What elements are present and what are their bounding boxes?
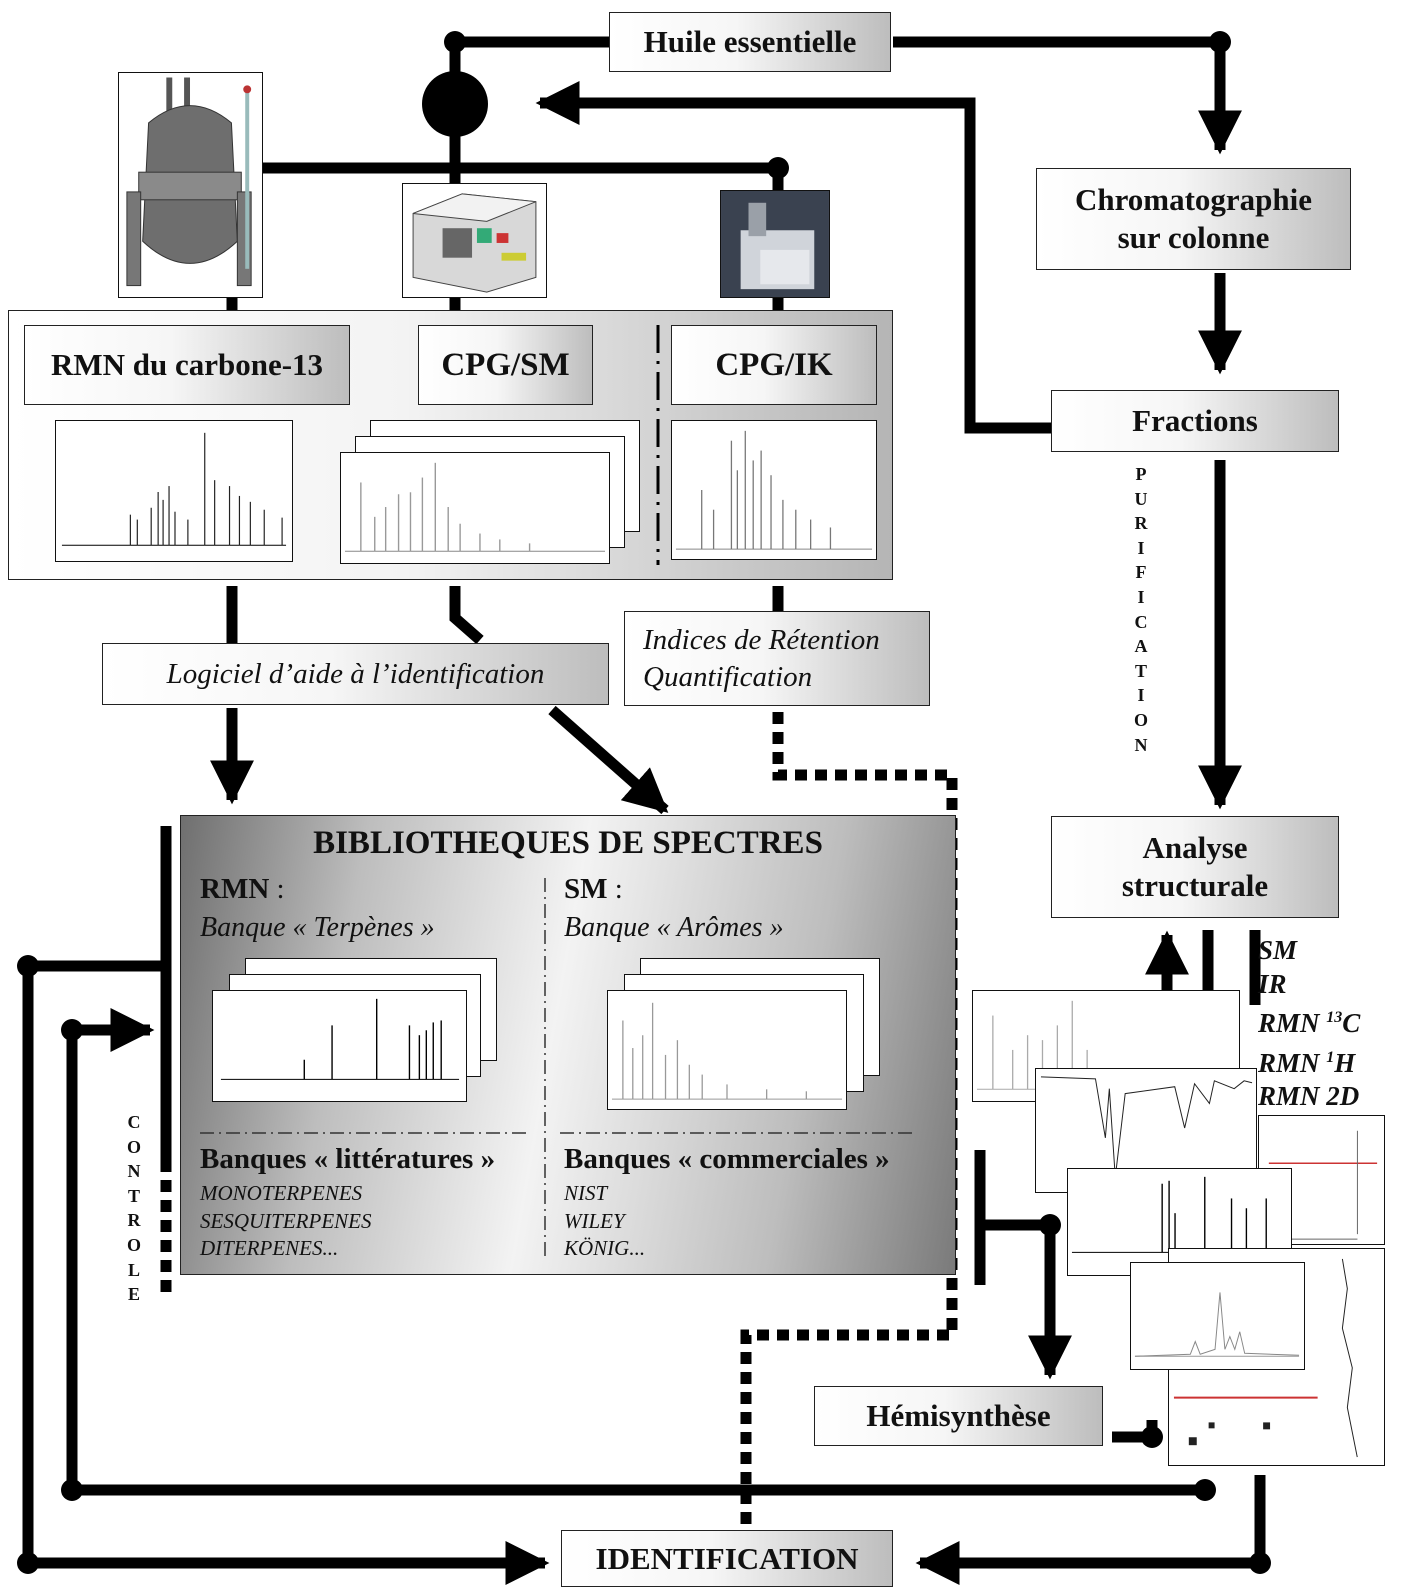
huile-essentielle-box: Huile essentielle [609, 12, 891, 72]
literature-banks-title: Banques « littératures » [200, 1143, 496, 1175]
sm-bank: Banque « Arômes » [564, 912, 784, 943]
list-item: DITERPENES... [200, 1236, 339, 1260]
literature-banks-list: MONOTERPENES SESQUITERPENES DITERPENES..… [200, 1180, 371, 1263]
purification-letter: R [1134, 513, 1148, 534]
controle-letter: R [127, 1210, 141, 1231]
purification-letter: O [1133, 709, 1148, 730]
analyse-structurale-box: Analyse structurale [1051, 816, 1339, 918]
library-nmr-spectrum [212, 990, 467, 1102]
sm-label: SM : [564, 873, 623, 905]
controle-letter: L [127, 1259, 140, 1280]
nmr13c-spectrum [55, 420, 293, 562]
nmr1h-spectrum [1130, 1262, 1305, 1370]
purification-letter: A [1134, 636, 1148, 657]
structural-methods: SM IR RMN 13C RMN 1H RMN 2D [1258, 934, 1360, 1114]
library-ms-spectrum [607, 990, 847, 1110]
logiciel-box: Logiciel d’aide à l’identification [102, 643, 609, 705]
library-title: BIBLIOTHEQUES DE SPECTRES [313, 825, 823, 861]
panel-divider [656, 325, 660, 565]
controle-letter: T [127, 1185, 140, 1206]
rmn13c-box: RMN du carbone-13 [24, 325, 350, 405]
method-rmn2d: RMN 2D [1258, 1081, 1360, 1111]
controle-letter: O [126, 1234, 141, 1255]
arrow-fractions-to-junction [535, 81, 1060, 434]
purification-letter: I [1137, 586, 1145, 607]
fractions-box: Fractions [1051, 390, 1339, 452]
arrow-to-hemisynthese [980, 1219, 1072, 1380]
commercial-banks-title: Banques « commerciales » [564, 1143, 890, 1175]
list-item: MONOTERPENES [200, 1181, 363, 1205]
list-item: SESQUITERPENES [200, 1208, 372, 1233]
purification-letter: I [1137, 685, 1145, 706]
gc-chromatogram [671, 420, 877, 560]
controle-letter: E [127, 1284, 140, 1305]
purification-letter: C [1134, 611, 1148, 632]
list-item: WILEY [564, 1208, 625, 1233]
method-rmn13c: RMN 13C [1258, 1008, 1361, 1038]
purification-letter: I [1137, 537, 1145, 558]
list-item: KÖNIG... [564, 1236, 646, 1260]
purification-letter: P [1135, 464, 1147, 484]
chromatographie-box: Chromatographie sur colonne [1036, 168, 1351, 270]
purification-letter: T [1134, 660, 1147, 681]
cpgsm-box: CPG/SM [418, 325, 593, 405]
rmn-label: RMN : [200, 873, 285, 905]
commercial-banks-list: NIST WILEY KÖNIG... [564, 1180, 645, 1263]
cpgik-box: CPG/IK [671, 325, 877, 405]
junction-dot-icon [422, 71, 488, 137]
ms-spectrum-front [340, 452, 610, 564]
controle-letter: C [127, 1112, 141, 1132]
rmn-bank: Banque « Terpènes » [200, 912, 435, 943]
purification-letter: N [1134, 734, 1148, 755]
arrow-huile-to-chromato [893, 36, 1242, 155]
nmr-magnet-icon [118, 72, 263, 298]
controle-letter: N [127, 1161, 141, 1182]
method-sm: SM [1258, 935, 1298, 965]
purification-letter: F [1135, 562, 1147, 583]
library-divider [544, 878, 546, 1260]
controle-letter: O [126, 1136, 141, 1157]
gc-instrument-icon [720, 190, 830, 298]
gc-ms-instrument-icon [402, 183, 547, 298]
arrow-to-library-sm [548, 705, 669, 815]
identification-box: IDENTIFICATION [561, 1530, 893, 1587]
list-item: NIST [564, 1181, 608, 1205]
purification-letter: U [1134, 488, 1148, 509]
method-rmn1h: RMN 1H [1258, 1047, 1356, 1078]
method-ir: IR [1258, 968, 1287, 999]
library-hdivider [200, 1132, 916, 1134]
hemisynthese-box: Hémisynthèse [814, 1386, 1103, 1446]
